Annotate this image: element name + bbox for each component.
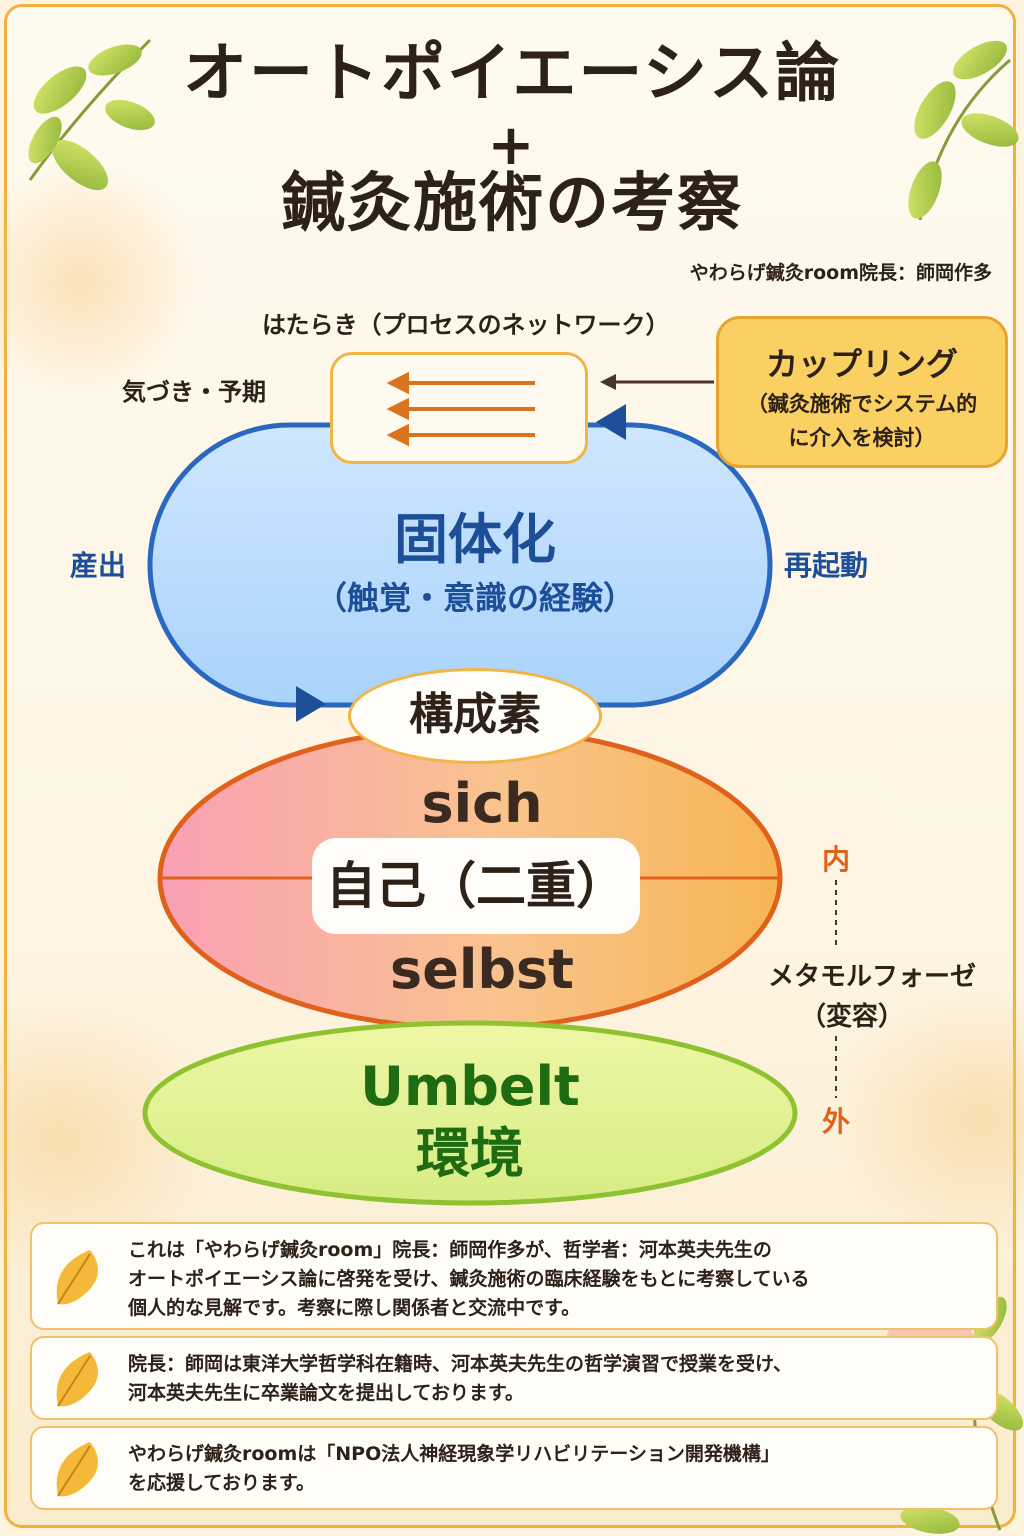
coupling-line1: （鍼灸施術でシステム的: [746, 392, 978, 416]
leaf-sprig-top-right: [908, 40, 1019, 221]
coupling-line2: に介入を検討）: [788, 426, 936, 450]
process-label: はたらき（プロセスのネットワーク）: [262, 311, 670, 339]
note-1-line3: 個人的な見解です。考察に際し関係者と交流中です。: [128, 1297, 581, 1319]
self-bottom-word: selbst: [390, 938, 574, 1001]
self-center-label: 自己（二重）: [312, 838, 640, 934]
title-plus: +: [487, 113, 537, 178]
note-card-1: これは「やわらげ鍼灸room」院長：師岡作多が、哲学者：河本英夫先生の オートポ…: [30, 1222, 998, 1330]
environment-word: Umbelt: [360, 1055, 580, 1118]
metamorphose-sub: （変容）: [800, 1002, 905, 1032]
environment-ellipse: [142, 1020, 798, 1206]
coupling-arrow-head: [600, 374, 616, 390]
note-2-line2: 河本英夫先生に卒業論文を提出しております。: [128, 1382, 524, 1404]
solidification-sub: （触覚・意識の経験）: [314, 579, 635, 617]
inner-label: 内: [822, 843, 851, 876]
title-line2: 鍼灸施術の考察: [281, 167, 743, 241]
production-label: 産出: [70, 549, 127, 582]
note-card-3: やわらげ鍼灸roomは「NPO法人神経現象学リハビリテーション開発機構」 を応援…: [30, 1426, 998, 1510]
note-1-line1: これは「やわらげ鍼灸room」院長：師岡作多が、哲学者：河本英夫先生の: [128, 1239, 772, 1261]
awareness-label: 気づき・予期: [122, 378, 266, 406]
solidification: 固体化 （触覚・意識の経験）: [150, 505, 800, 621]
restart-label: 再起動: [784, 549, 869, 582]
outer-label: 外: [822, 1105, 851, 1138]
environment-kanji: 環境: [416, 1122, 524, 1185]
coupling-heading: カップリング: [765, 345, 958, 383]
leaf-icon: [56, 1442, 98, 1497]
note-1-line2: オートポイエーシス論に啓発を受け、鍼灸施術の臨床経験をもとに考察している: [128, 1268, 810, 1290]
metamorphose-label: メタモルフォーゼ: [768, 962, 977, 992]
author: やわらげ鍼灸room院長：師岡作多: [689, 262, 992, 284]
process-arrows: [386, 371, 535, 447]
title-line1: オートポイエーシス論: [182, 37, 842, 111]
self-top-word: sich: [421, 772, 543, 835]
note-3-line1: やわらげ鍼灸roomは「NPO法人神経現象学リハビリテーション開発機構」: [128, 1443, 780, 1465]
environment: Umbelt 環境: [140, 1055, 800, 1189]
leaf-sprig-top-left: [28, 38, 155, 191]
note-card-2: 院長：師岡は東洋大学哲学科在籍時、河本英夫先生の哲学演習で授業を受け、 河本英夫…: [30, 1336, 998, 1420]
solidification-heading: 固体化: [394, 508, 556, 571]
note-3-line2: を応援しております。: [128, 1472, 315, 1494]
process-box: [330, 352, 588, 464]
leaf-icon: [56, 1352, 98, 1407]
components-label: 構成素: [348, 668, 602, 764]
note-2-line1: 院長：師岡は東洋大学哲学科在籍時、河本英夫先生の哲学演習で授業を受け、: [128, 1353, 793, 1375]
leaf-icon: [56, 1250, 98, 1305]
coupling-box: カップリング （鍼灸施術でシステム的 に介入を検討）: [716, 316, 1008, 468]
loop-arrow-top: [596, 404, 626, 440]
loop-arrow-bottom: [296, 686, 326, 722]
